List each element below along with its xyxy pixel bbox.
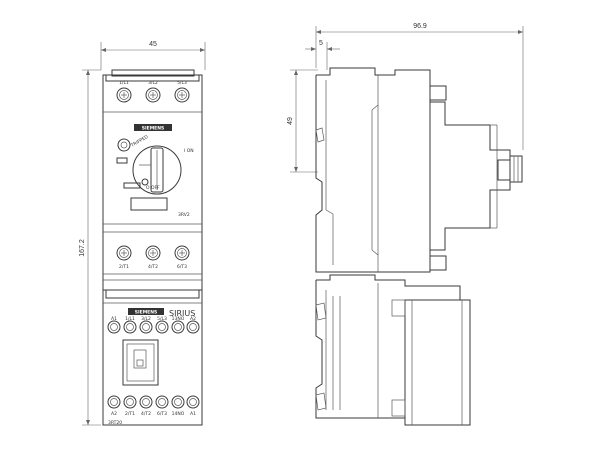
contactor-top-labels: A1 1/L1 3/L2 5/L3 13NO A2 [111,316,196,322]
handle-off-label: O OFF [146,185,160,191]
top-terminal-1 [116,87,132,103]
top-terminal-row: 1/L1 3/L2 5/L3 [116,80,190,103]
top-terminal-2 [145,87,161,103]
contactor-side-profile [315,274,471,426]
cb-label-2: 2/T1 [125,411,135,417]
top-terminal-3 [174,87,190,103]
ct-label-2: 1/L1 [125,316,135,322]
contactor-brand-plate [128,308,164,315]
top-terminal-label-1: 1/L1 [119,80,129,86]
contactor-module: SIEMENS SIRIUS A1 1/L1 3/L2 5/L3 13NO A2 [102,289,203,426]
front-view: 45 167.2 [79,41,206,426]
contactor-window [122,339,159,386]
ct-label-4: 5/L3 [157,316,167,322]
ct-label-6: A2 [190,316,196,322]
ct-label-3: 3/L2 [141,316,151,322]
breaker-brand-plate [134,124,172,131]
side-height-dimension: 49 [287,69,318,173]
cb-label-4: 6/T3 [157,411,167,417]
cb-label-3: 4/T2 [141,411,151,417]
contactor-bottom-terminal-row [107,395,200,409]
side-view: 96.9 5 49 [287,23,524,426]
breaker-side-profile [315,67,523,273]
width-dimension-label: 45 [149,41,157,48]
breaker-terminal-label-3: 6/T3 [177,264,187,270]
depth-dimension-label: 96.9 [413,23,427,30]
side-height-dimension-label: 49 [287,117,294,125]
rating-window [130,197,168,211]
handle-on-label: I ON [184,148,194,154]
top-terminal-label-3: 5/L3 [177,80,187,86]
cb-label-5: 14NO [172,411,185,417]
breaker-terminal-2 [145,245,161,261]
ct-label-1: A1 [111,316,117,322]
breaker-terminal-row: 2/T1 4/T2 6/T3 [116,245,190,270]
offset-dimension-label: 5 [319,40,323,47]
rotary-handle [132,145,182,195]
contactor-model-label: 3RT20 [108,420,122,426]
gear-icon [117,138,131,152]
contactor-top-terminal-row [107,320,200,334]
cb-label-1: A2 [111,411,117,417]
depth-dimension: 96.9 [315,23,524,150]
breaker-terminal-1 [116,245,132,261]
offset-dimension: 5 [305,40,340,70]
cb-label-6: A1 [190,411,196,417]
contactor-brand-label: SIEMENS [135,310,158,316]
circuit-breaker-module: 1/L1 3/L2 5/L3 SIEMENS I ON O OFF TRIPPE… [102,69,203,291]
breaker-brand-label: SIEMENS [142,126,165,132]
height-dimension-label: 167.2 [79,239,86,257]
ct-label-5: 13NO [172,316,185,322]
breaker-terminal-label-1: 2/T1 [119,264,129,270]
top-terminal-label-2: 3/L2 [148,80,158,86]
height-dimension: 167.2 [79,69,101,426]
contactor-bottom-labels: A2 2/T1 4/T2 6/T3 14NO A1 [111,411,196,417]
breaker-model-label: 3RV2 [178,212,190,218]
breaker-terminal-3 [174,245,190,261]
width-dimension: 45 [100,41,206,70]
breaker-terminal-label-2: 4/T2 [148,264,158,270]
indicator-icon [141,178,149,186]
sirius-label: SIRIUS [169,309,195,318]
